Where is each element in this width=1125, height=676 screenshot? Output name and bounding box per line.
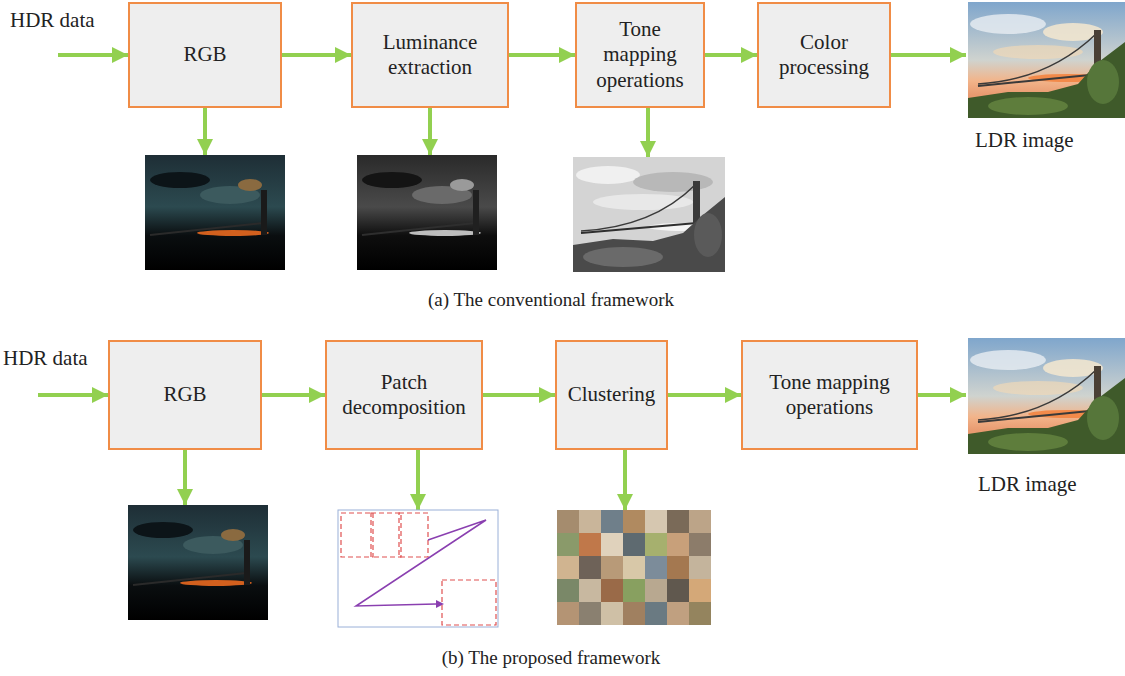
- ldr-image: [968, 2, 1125, 118]
- box-label: Patch decomposition: [333, 370, 475, 420]
- hdr-thumbnail: [145, 155, 285, 270]
- io-label: LDR image: [978, 472, 1077, 496]
- ldr-image: [968, 338, 1125, 454]
- input-arrow: [38, 393, 108, 397]
- output-arrow: [888, 53, 966, 57]
- io-label: HDR data: [3, 346, 88, 370]
- clustered-patches: [557, 510, 711, 625]
- process-box: Patch decomposition: [325, 340, 483, 450]
- figure-caption: (a) The conventional framework: [428, 289, 674, 311]
- box-label: RGB: [183, 42, 226, 67]
- flow-arrow: [705, 53, 757, 57]
- hdr-thumbnail: [128, 505, 268, 620]
- box-label: Tone mapping operations: [583, 17, 697, 93]
- flow-arrow: [262, 393, 325, 397]
- box-label: Clustering: [568, 382, 656, 407]
- down-arrow: [183, 450, 187, 505]
- output-arrow: [915, 393, 966, 397]
- flow-arrow: [483, 393, 555, 397]
- process-box: Tone mapping operations: [741, 340, 918, 450]
- input-arrow: [58, 53, 128, 57]
- down-arrow: [428, 108, 432, 155]
- io-label: LDR image: [975, 128, 1074, 152]
- box-label: Luminance extraction: [359, 30, 501, 80]
- process-box: RGB: [108, 340, 262, 450]
- flow-arrow: [282, 53, 351, 57]
- process-box: Clustering: [555, 340, 668, 450]
- patch-decomposition-sketch: [338, 510, 498, 627]
- box-label: Color processing: [765, 30, 883, 80]
- box-label: Tone mapping operations: [749, 370, 910, 420]
- box-label: RGB: [163, 382, 206, 407]
- down-arrow: [416, 450, 420, 510]
- down-arrow: [646, 108, 650, 157]
- flow-arrow: [509, 53, 575, 57]
- process-box: Color processing: [757, 2, 891, 108]
- tone-mapped-thumbnail: [573, 157, 725, 272]
- process-box: Tone mapping operations: [575, 2, 705, 108]
- io-label: HDR data: [10, 8, 95, 32]
- down-arrow: [203, 108, 207, 155]
- luminance-thumbnail: [357, 155, 497, 270]
- down-arrow: [623, 450, 627, 510]
- process-box: RGB: [128, 2, 282, 108]
- flow-arrow: [668, 393, 741, 397]
- process-box: Luminance extraction: [351, 2, 509, 108]
- figure-caption: (b) The proposed framework: [442, 647, 661, 669]
